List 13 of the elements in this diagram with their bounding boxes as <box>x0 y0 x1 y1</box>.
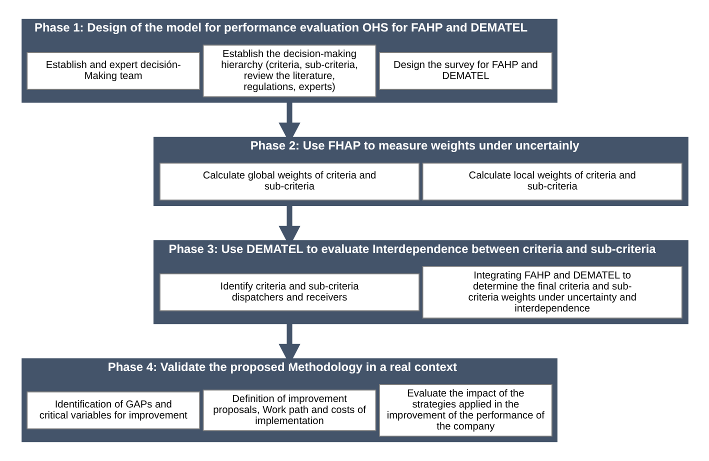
node-box: Design the survey for FAHP and DEMATEL <box>378 52 552 90</box>
node-box: Definition of improvement proposals, Work path and costs of implementation <box>202 390 376 432</box>
node-box: Integrating FAHP and DEMATEL to determine the final criteria and sub-criteria weights under uncertainty and interdependence <box>422 266 682 319</box>
arrow <box>278 102 300 144</box>
arrow <box>278 206 300 247</box>
node-box: Calculate local weights of criteria and sub-criteria <box>422 162 682 201</box>
node-box: Identification of GAPs and critical variables for improvement <box>26 391 200 430</box>
arrow <box>278 324 300 365</box>
node-box: Identify criteria and sub-criteria dispatchers and receivers <box>158 273 420 312</box>
node-box: Establish and expert decisión-Making team <box>26 52 200 90</box>
node-box: Establish the decision-making hierarchy (criteria, sub-criteria, review the literature, regulations, experts) <box>202 44 376 98</box>
node-box: Calculate global weights of criteria and sub-criteria <box>158 162 420 201</box>
node-box: Evaluate the impact of the strategies applied in the improvement of the performance of the company <box>378 384 552 437</box>
